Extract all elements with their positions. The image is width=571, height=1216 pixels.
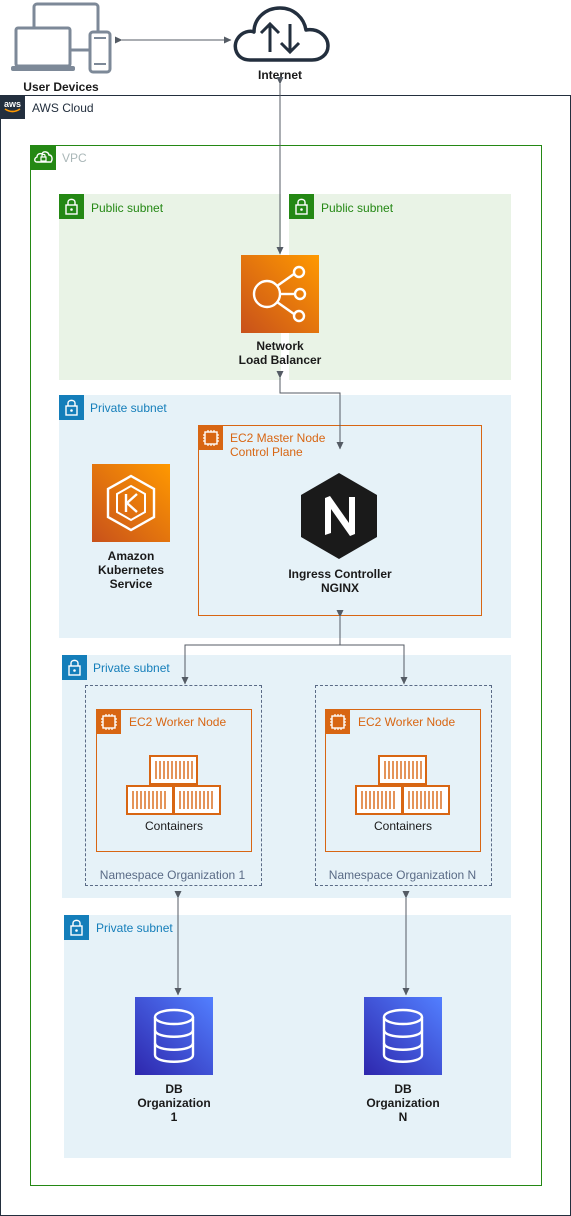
- ec2-worker-2-label: EC2 Worker Node: [358, 715, 456, 729]
- private-subnet-2-label: Private subnet: [93, 661, 170, 675]
- ec2-master-label-line2: Control Plane: [230, 445, 303, 459]
- user-devices-icon: [10, 2, 112, 74]
- namespace-1-label: Namespace Organization 1: [99, 868, 246, 882]
- containers-2-label: Containers: [373, 819, 433, 833]
- db1-label-line1: DB: [165, 1082, 183, 1096]
- ec2-worker-2-chip-icon: [326, 710, 350, 734]
- public-subnet-1-lock-icon: [59, 194, 84, 219]
- vpc-label: VPC: [62, 151, 87, 165]
- network-load-balancer-icon: [241, 255, 319, 333]
- namespace-organization-1-group: [85, 685, 262, 886]
- ec2-worker-1-label: EC2 Worker Node: [129, 715, 227, 729]
- eks-label-line3: Service: [109, 577, 153, 591]
- containers-1-label: Containers: [144, 819, 204, 833]
- ec2-worker-1-group: [96, 709, 252, 852]
- ingress-label-line1: Ingress Controller: [288, 567, 392, 581]
- db-organization-n-icon: [364, 997, 442, 1075]
- user-devices-label: User Devices: [23, 80, 99, 94]
- db1-label-line3: 1: [170, 1110, 178, 1124]
- private-subnet-1-label: Private subnet: [90, 401, 167, 415]
- eks-label-line1: Amazon: [107, 549, 155, 563]
- ec2-master-chip-icon: [199, 426, 223, 450]
- private-subnet-2-lock-icon: [62, 655, 87, 680]
- internet-cloud-icon: [230, 2, 330, 64]
- containers-2-icon: [354, 754, 451, 816]
- private-subnet-3-lock-icon: [64, 915, 89, 940]
- ingress-label-line2: NGINX: [320, 581, 359, 595]
- ec2-master-label-line1: EC2 Master Node: [230, 431, 326, 445]
- eks-icon: [92, 464, 170, 542]
- ec2-worker-2-group: [325, 709, 481, 852]
- db-organization-1-icon: [135, 997, 213, 1075]
- dbn-label-line1: DB: [394, 1082, 412, 1096]
- vpc-group: [30, 145, 542, 1186]
- nlb-label-line1: Network: [256, 339, 304, 353]
- private-subnet-3-label: Private subnet: [96, 921, 173, 935]
- public-subnet-2: [289, 194, 511, 380]
- aws-logo-text: aws: [3, 99, 21, 109]
- nlb-label-line2: Load Balancer: [238, 353, 322, 367]
- namespace-organization-n-group: [315, 685, 492, 886]
- public-subnet-1-label: Public subnet: [91, 201, 164, 215]
- db1-label-line2: Organization: [137, 1096, 211, 1110]
- nginx-icon: [300, 472, 378, 560]
- ec2-worker-1-chip-icon: [97, 710, 121, 734]
- public-subnet-2-lock-icon: [289, 194, 314, 219]
- internet-label: Internet: [257, 68, 302, 82]
- public-subnet-2-label: Public subnet: [321, 201, 394, 215]
- dbn-label-line2: Organization: [366, 1096, 440, 1110]
- containers-1-icon: [125, 754, 222, 816]
- eks-label-line2: Kubernetes: [97, 563, 165, 577]
- vpc-icon: [31, 146, 56, 170]
- private-subnet-2: [62, 655, 511, 898]
- dbn-label-line3: N: [398, 1110, 408, 1124]
- aws-logo-icon: aws: [0, 95, 25, 119]
- private-subnet-1-lock-icon: [59, 395, 84, 420]
- aws-cloud-label: AWS Cloud: [32, 101, 94, 115]
- namespace-n-label: Namespace Organization N: [328, 868, 477, 882]
